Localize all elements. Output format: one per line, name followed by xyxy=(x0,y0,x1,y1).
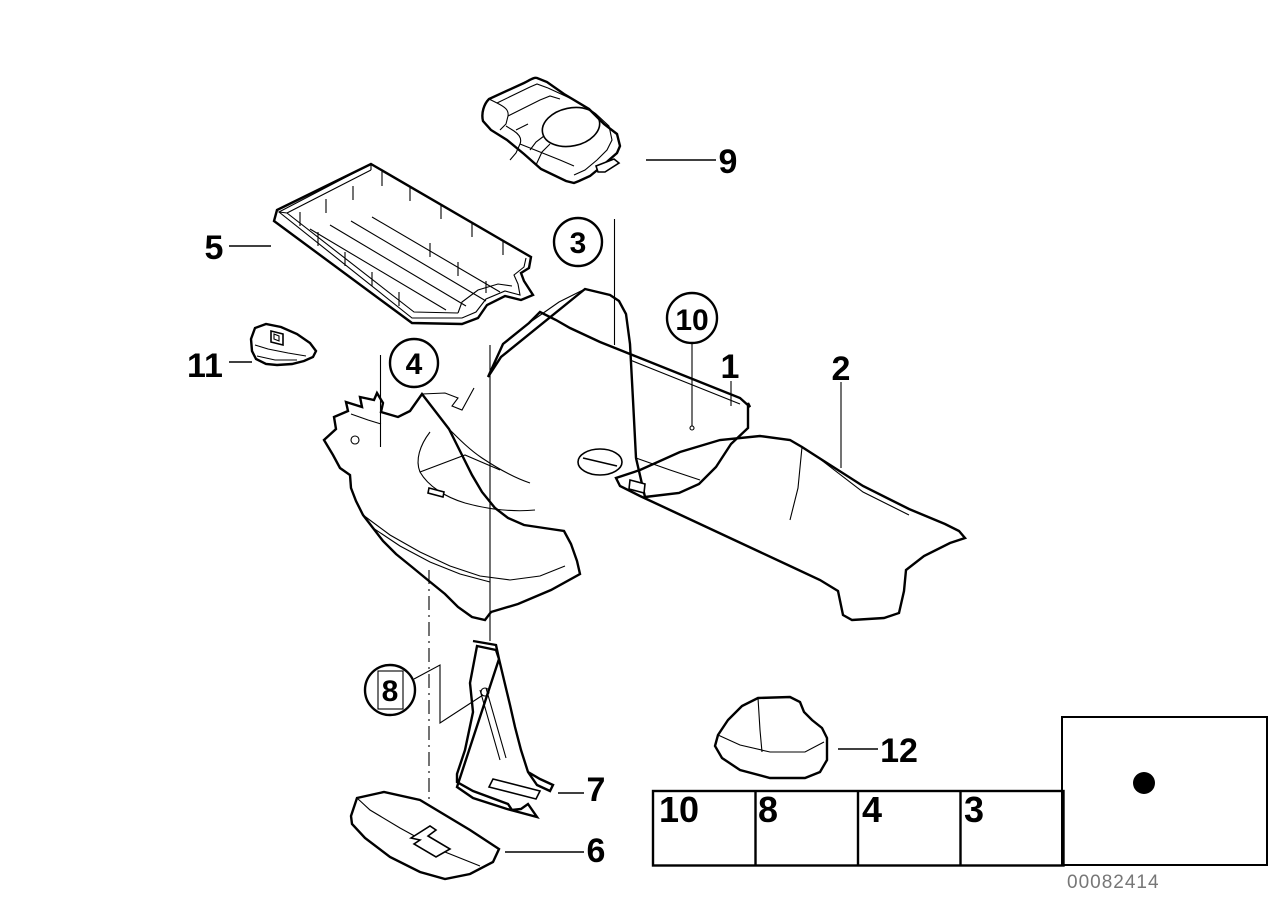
svg-text:8: 8 xyxy=(382,675,399,708)
svg-text:10: 10 xyxy=(659,789,699,830)
svg-text:8: 8 xyxy=(758,789,778,830)
svg-text:6: 6 xyxy=(587,832,606,870)
svg-text:12: 12 xyxy=(880,732,918,770)
svg-text:4: 4 xyxy=(406,348,423,381)
svg-text:00082414: 00082414 xyxy=(1067,872,1160,893)
svg-text:10: 10 xyxy=(675,304,708,337)
svg-text:9: 9 xyxy=(719,143,738,181)
svg-text:5: 5 xyxy=(205,229,224,267)
svg-text:2: 2 xyxy=(832,350,851,388)
svg-text:3: 3 xyxy=(964,789,984,830)
svg-text:3: 3 xyxy=(570,227,587,260)
svg-text:7: 7 xyxy=(587,771,606,809)
svg-text:11: 11 xyxy=(187,347,223,385)
svg-text:4: 4 xyxy=(862,789,882,830)
svg-text:1: 1 xyxy=(721,348,740,386)
